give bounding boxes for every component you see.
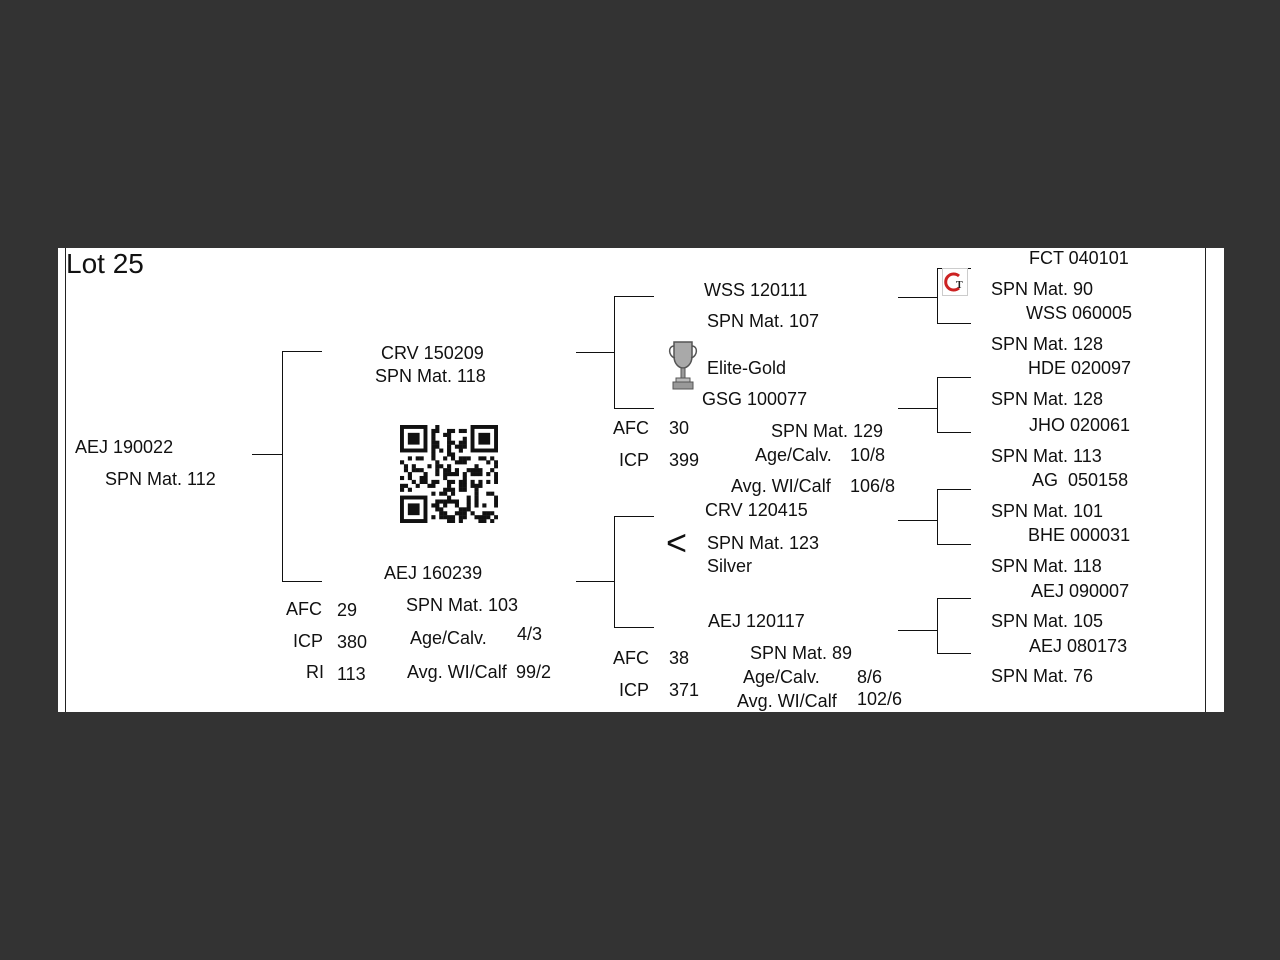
sire-spn: SPN Mat. 118 [375, 366, 486, 386]
ggp-5-id: AG 050158 [1032, 470, 1129, 490]
dam-dam-id: AEJ 120117 [708, 611, 805, 631]
dam-dam-afc-label: AFC [613, 648, 649, 668]
sire-dam-connector [614, 408, 654, 409]
sire-dam-wt-label: Avg. WI/Calf [731, 476, 831, 496]
dam-wt-value: 99/2 [516, 662, 552, 682]
ggp-7-id: AEJ 090007 [1031, 581, 1130, 601]
dam-dam-connector [614, 627, 654, 628]
gp4-connector [898, 630, 938, 631]
gp3-bottom [937, 544, 971, 545]
dam-age-value: 4/3 [517, 624, 543, 644]
ggp-6-id: BHE 000031 [1028, 525, 1131, 545]
trophy-icon [668, 341, 698, 390]
dam-spn: SPN Mat. 103 [406, 595, 519, 615]
gp4-top [937, 598, 971, 599]
ggp-4-spn: SPN Mat. 113 [991, 446, 1102, 466]
sire-bracket [614, 296, 615, 408]
dam-wt-label: Avg. WI/Calf [407, 662, 507, 682]
sire-connector [282, 351, 322, 352]
lot-title: Lot 25 [66, 248, 144, 279]
sire-out-connector [576, 352, 614, 353]
sire-id: CRV 150209 [381, 343, 484, 363]
dam-afc-label: AFC [286, 599, 322, 619]
gp2-bracket [937, 377, 938, 432]
sire-dam-age-value: 10/8 [850, 445, 886, 465]
ggp-2-id: WSS 060005 [1026, 303, 1133, 323]
sire-dam-icp-value: 399 [669, 450, 700, 470]
dam-icp-value: 380 [337, 632, 368, 652]
dam-dam-spn: SPN Mat. 89 [750, 643, 853, 663]
ggp-8-id: AEJ 080173 [1029, 636, 1128, 656]
dam-connector [282, 581, 322, 582]
dam-dam-icp-value: 371 [669, 680, 700, 700]
gp1-connector [898, 297, 938, 298]
sire-dam-award: Elite-Gold [707, 358, 787, 378]
sire-dam-afc-label: AFC [613, 418, 649, 438]
gp2-top [937, 377, 971, 378]
sire-sire-spn: SPN Mat. 107 [707, 311, 820, 331]
ggp-4-id: JHO 020061 [1029, 415, 1131, 435]
ggp-3-spn: SPN Mat. 128 [991, 389, 1104, 409]
dam-ri-label: RI [306, 662, 324, 682]
right-border [1205, 248, 1206, 712]
dam-dam-age-label: Age/Calv. [743, 667, 820, 687]
sire-sire-id: WSS 120111 [704, 280, 808, 300]
dam-sire-award: Silver [707, 556, 753, 576]
gp3-top [937, 489, 971, 490]
gp4-bracket [937, 598, 938, 653]
sire-dam-wt-value: 106/8 [850, 476, 896, 496]
sire-sire-connector [614, 296, 654, 297]
gp1-bracket [937, 268, 938, 323]
sire-dam-spn: SPN Mat. 129 [771, 421, 884, 441]
dam-dam-wt-label: Avg. WI/Calf [737, 691, 837, 711]
dam-ri-value: 113 [337, 664, 366, 684]
dam-dam-age-value: 8/6 [857, 667, 883, 687]
gp4-bottom [937, 653, 971, 654]
ggp-8-spn: SPN Mat. 76 [991, 666, 1094, 686]
ggp-1-id: FCT 040101 [1029, 248, 1129, 268]
gp3-bracket [937, 489, 938, 544]
pedigree-sheet: Lot 25 AEJ 190022 SPN Mat. 112 CRV 15020… [58, 248, 1224, 712]
qr-code-icon [400, 425, 498, 523]
subject-spn: SPN Mat. 112 [105, 469, 216, 489]
dam-bracket [614, 516, 615, 627]
left-border [65, 248, 66, 712]
dam-icp-label: ICP [293, 631, 324, 651]
dam-sire-id: CRV 120415 [705, 500, 808, 520]
dam-out-connector [576, 581, 614, 582]
sire-dam-age-label: Age/Calv. [755, 445, 832, 465]
gp3-connector [898, 520, 938, 521]
ggp-1-spn: SPN Mat. 90 [991, 279, 1094, 299]
svg-text:T: T [956, 280, 963, 291]
ggp-5-spn: SPN Mat. 101 [991, 501, 1104, 521]
dam-sire-symbol: < [666, 522, 688, 563]
sire-dam-id: GSG 100077 [702, 389, 808, 409]
dam-dam-afc-value: 38 [669, 648, 690, 668]
ggp-7-spn: SPN Mat. 105 [991, 611, 1104, 631]
dam-sire-spn: SPN Mat. 123 [707, 533, 820, 553]
gp2-connector [898, 408, 938, 409]
ggp-3-id: HDE 020097 [1028, 358, 1132, 378]
dam-sire-connector [614, 516, 654, 517]
dam-afc-value: 29 [337, 600, 358, 620]
subject-id: AEJ 190022 [75, 437, 174, 457]
gt-logo-icon: T [942, 268, 968, 296]
subject-connector [252, 454, 282, 455]
gp2-bottom [937, 432, 971, 433]
ggp-6-spn: SPN Mat. 118 [991, 556, 1102, 576]
dam-dam-icp-label: ICP [619, 680, 650, 700]
ggp-2-spn: SPN Mat. 128 [991, 334, 1104, 354]
dam-age-label: Age/Calv. [410, 628, 487, 648]
sire-dam-afc-value: 30 [669, 418, 690, 438]
dam-dam-wt-value: 102/6 [857, 689, 903, 709]
parents-bracket [282, 351, 283, 581]
sire-dam-icp-label: ICP [619, 450, 650, 470]
gp1-bottom [937, 323, 971, 324]
dam-id: AEJ 160239 [384, 563, 483, 583]
